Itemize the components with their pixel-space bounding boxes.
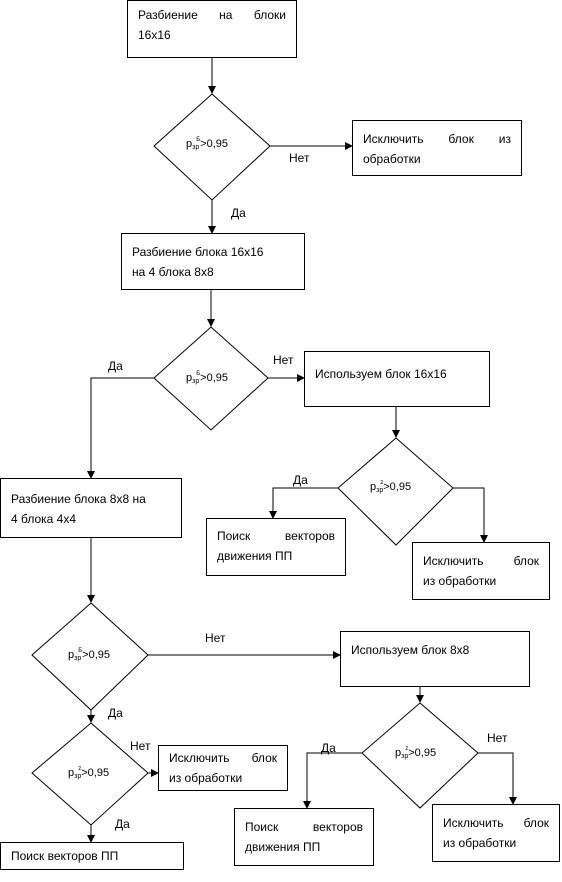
condition-2: pзрБ>0,95	[186, 371, 228, 385]
condition-sup: z	[78, 766, 82, 772]
box-text-line: Поиск векторов	[217, 529, 335, 543]
box-text-line: на 4 блока 8x8	[132, 265, 214, 279]
process-exclude-block-2: Исключить блок из обработки	[412, 542, 550, 600]
condition-sub: зр	[74, 655, 82, 662]
branch-label-no: Нет	[205, 631, 226, 645]
condition-sup: Б	[196, 371, 201, 377]
branch-label-no: Нет	[289, 151, 310, 165]
box-text-line: Исключить блок из	[363, 132, 511, 146]
process-split-blocks-16x16: Разбиение на блоки 16x16	[127, 0, 297, 58]
box-text-line: 4 блока 4x4	[11, 512, 77, 526]
decision-diamond-6	[361, 702, 479, 809]
condition-threshold: >0,95	[408, 747, 437, 759]
box-text-line: движения ПП	[217, 549, 293, 563]
branch-label-no: Нет	[130, 739, 151, 753]
process-exclude-block-4: Исключить блок из обработки	[432, 804, 560, 862]
box-text-line: Исключить блок	[443, 816, 549, 830]
condition-sup: z	[405, 746, 409, 752]
box-text-line: 16x16	[138, 28, 171, 42]
box-text-line: из обработки	[443, 836, 517, 850]
box-text-line: Поиск векторов ПП	[11, 849, 119, 863]
process-search-motion-vectors-1: Поиск векторов движения ПП	[206, 518, 346, 576]
condition-sub: зр	[376, 487, 384, 494]
branch-label-yes: Да	[108, 359, 123, 373]
condition-1: pзрБ>0,95	[186, 137, 228, 151]
box-text-line: обработки	[363, 152, 421, 166]
condition-var: p	[68, 649, 75, 661]
condition-var: p	[186, 138, 193, 150]
box-text-line: Разбиение на блоки	[138, 8, 286, 22]
condition-sup: Б	[78, 648, 83, 654]
condition-var: p	[395, 747, 402, 759]
condition-threshold: >0,95	[200, 138, 229, 150]
condition-var: p	[370, 481, 377, 493]
process-exclude-block-3: Исключить блок из обработки	[158, 745, 288, 791]
branch-label-no: Нет	[487, 731, 508, 745]
box-text-line: Используем блок 8x8	[351, 643, 470, 657]
process-use-block-16x16: Используем блок 16x16	[304, 351, 490, 407]
process-search-vectors-final: Поиск векторов ПП	[0, 842, 184, 870]
condition-sup: z	[380, 480, 384, 486]
condition-var: p	[186, 372, 193, 384]
condition-threshold: >0,95	[383, 481, 412, 493]
condition-5: pзрz>0,95	[68, 766, 109, 780]
process-use-block-8x8: Используем блок 8x8	[340, 631, 530, 687]
branch-label-yes: Да	[108, 706, 123, 720]
process-split-block-16x16-into-8x8: Разбиение блока 16x16 на 4 блока 8x8	[121, 233, 305, 290]
branch-label-yes: Да	[321, 741, 336, 755]
condition-sub: зр	[74, 773, 82, 780]
process-search-motion-vectors-2: Поиск векторов движения ПП	[234, 808, 374, 866]
box-text-line: Используем блок 16x16	[315, 367, 447, 381]
box-text-line: из обработки	[423, 574, 497, 588]
condition-4: pзрБ>0,95	[68, 648, 110, 662]
condition-threshold: >0,95	[81, 767, 110, 779]
branch-label-yes: Да	[115, 817, 130, 831]
process-split-block-8x8-into-4x4: Разбиение блока 8x8 на 4 блока 4x4	[0, 478, 182, 538]
branch-label-yes: Да	[293, 473, 308, 487]
box-text-line: Исключить блок	[423, 554, 539, 568]
condition-sup: Б	[196, 137, 201, 143]
box-text-line: Исключить блок	[169, 751, 277, 765]
box-text-line: Поиск векторов	[245, 820, 363, 834]
box-text-line: Разбиение блока 16x16	[132, 245, 264, 259]
process-exclude-block-1: Исключить блок из обработки	[352, 120, 522, 176]
box-text-line: Разбиение блока 8x8 на	[11, 492, 146, 506]
condition-sub: зр	[192, 378, 200, 385]
decision-diamond-3	[337, 437, 454, 546]
condition-var: p	[68, 767, 75, 779]
condition-sub: зр	[401, 753, 409, 760]
condition-threshold: >0,95	[82, 649, 111, 661]
branch-label-no: Нет	[273, 353, 294, 367]
box-text-line: из обработки	[169, 771, 243, 785]
condition-sub: зр	[192, 144, 200, 151]
decision-diamond-2	[153, 326, 269, 431]
condition-threshold: >0,95	[200, 372, 229, 384]
box-text-line: движения ПП	[245, 840, 321, 854]
condition-6: pзрz>0,95	[395, 746, 436, 760]
condition-3: pзрz>0,95	[370, 480, 411, 494]
branch-label-yes: Да	[231, 206, 246, 220]
